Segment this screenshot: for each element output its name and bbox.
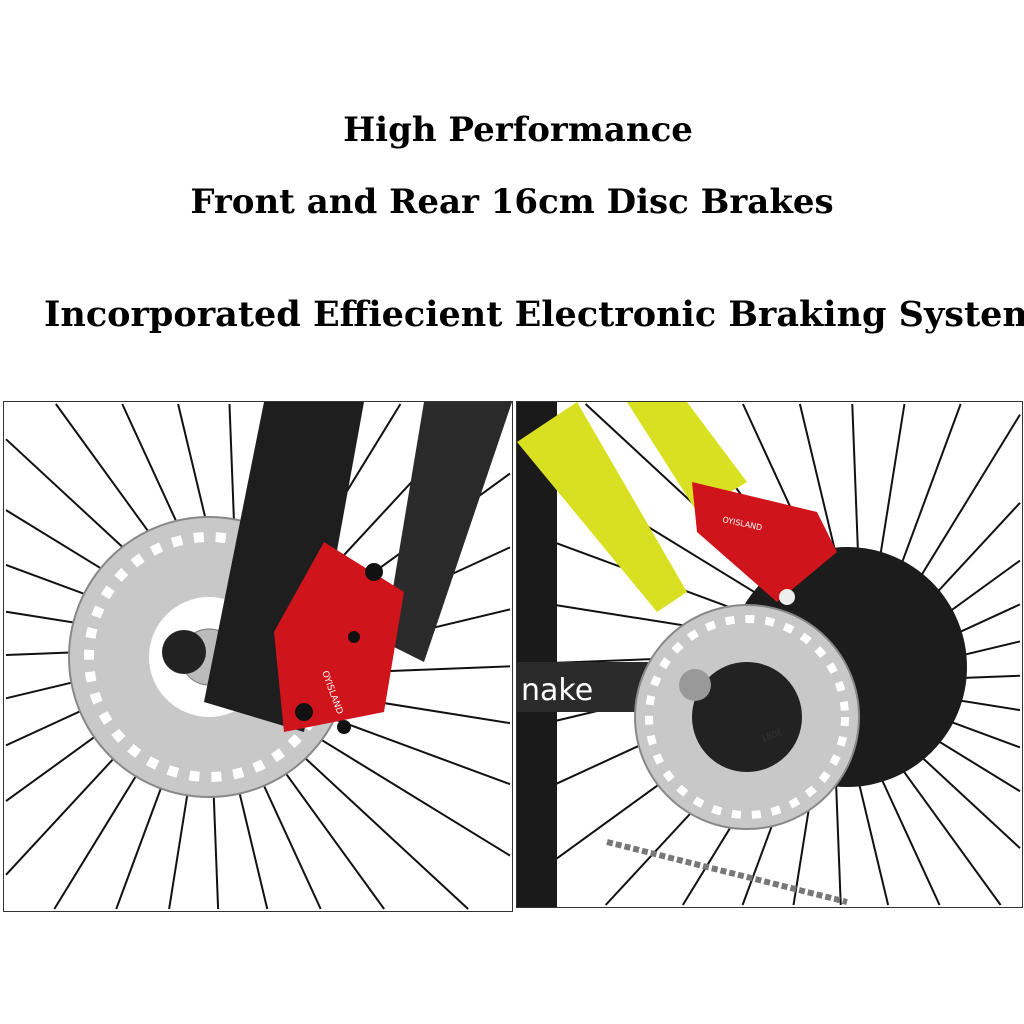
rear-caliper: OYISLAND (692, 482, 837, 605)
front-brake-photo: OYISLAND (3, 401, 513, 912)
rear-brake-photo: nake 180E OYISLAND (516, 401, 1023, 908)
rear-disc-rotor: 180E (634, 604, 860, 830)
front-caliper: OYISLAND (274, 542, 404, 734)
yellow-frame (517, 402, 687, 612)
headline-high-performance: High Performance (343, 110, 693, 150)
headline-braking-system: Incorporated Effiecient Electronic Braki… (44, 294, 1024, 335)
fork-leg (204, 402, 364, 732)
frame-text: nake (521, 673, 593, 708)
fork-leg-rear (384, 402, 512, 662)
headline-disc-brakes: Front and Rear 16cm Disc Brakes (190, 182, 834, 222)
